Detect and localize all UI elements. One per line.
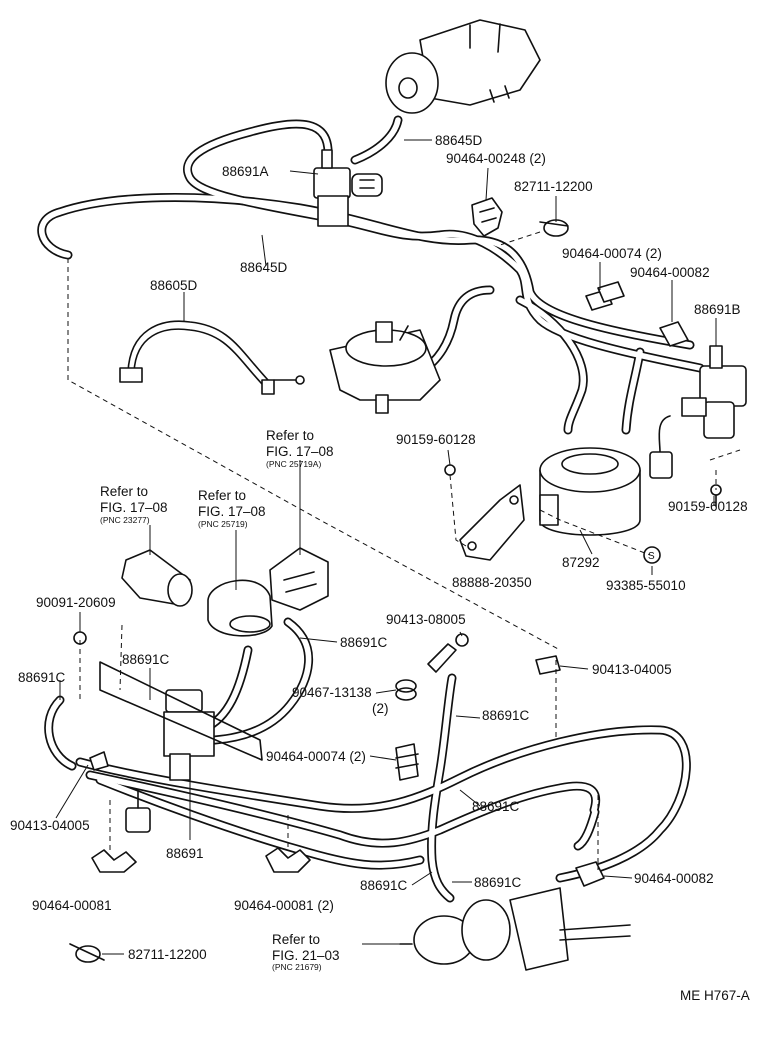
label-88691c-a: 88691C <box>122 652 170 667</box>
ref-a-line2: FIG. 17–08 <box>100 500 168 515</box>
connector-90413-04005-right-part <box>535 655 561 675</box>
label-90413-04005-right: 90413-04005 <box>592 662 672 677</box>
connector-90413-08005-part <box>427 633 469 673</box>
refer-to-fig-21-03: Refer to FIG. 21–03 (PNC 21679) <box>272 932 340 972</box>
svg-text:S: S <box>648 551 655 562</box>
clip-90464-00074-mid-part <box>395 743 419 781</box>
label-90464-00081-mid: 90464-00081 (2) <box>234 898 334 913</box>
vsv-88691a-part <box>313 149 383 227</box>
clip-90464-00074-top-part <box>585 281 625 311</box>
bolt-90159-left-part <box>444 464 456 476</box>
ref-c-pnc: (PNC 25719A) <box>266 459 321 469</box>
clip-90464-00081-mid-part <box>265 847 311 873</box>
label-90467-qty: (2) <box>372 701 389 716</box>
bracket-88888-part <box>459 484 525 561</box>
label-90464-00074-top: 90464-00074 (2) <box>562 246 662 261</box>
ref-part-23277 <box>121 549 193 607</box>
label-88645d-mid: 88645D <box>240 260 288 275</box>
label-88605d: 88605D <box>150 278 198 293</box>
label-88691c-d: 88691C <box>482 708 530 723</box>
clip-90467-part <box>395 679 417 701</box>
top-canister-part <box>385 19 541 114</box>
label-82711-12200-top: 82711-12200 <box>514 179 593 194</box>
label-88691: 88691 <box>166 846 204 861</box>
label-88888-20350: 88888-20350 <box>452 575 532 590</box>
dashed-reference-lines <box>67 231 741 870</box>
ref-c-line1: Refer to <box>266 428 314 443</box>
band-82711-top-part <box>539 219 569 237</box>
label-90464-00081-left: 90464-00081 <box>32 898 112 913</box>
harness-88605d-part <box>119 320 305 395</box>
label-88691c-f: 88691C <box>360 878 408 893</box>
refer-to-fig-17-08-c: Refer to FIG. 17–08 (PNC 25719A) <box>266 428 334 469</box>
ref-a-line1: Refer to <box>100 484 148 499</box>
ref-part-21679 <box>399 887 631 971</box>
clip-90464-00248-part <box>471 197 503 237</box>
label-90464-00074-mid: 90464-00074 (2) <box>266 749 366 764</box>
hose-routing <box>37 115 705 903</box>
label-88691a: 88691A <box>222 164 269 179</box>
label-90413-08005: 90413-08005 <box>386 612 466 627</box>
ref-part-25719 <box>207 579 273 637</box>
refer-to-fig-17-08-b: Refer to FIG. 17–08 (PNC 25719) <box>198 488 266 529</box>
label-90464-00082-top: 90464-00082 <box>630 265 710 280</box>
refer-to-fig-17-08-a: Refer to FIG. 17–08 (PNC 23277) <box>100 484 168 525</box>
symbol-93385-part: S <box>643 546 661 564</box>
label-88691b: 88691B <box>694 302 741 317</box>
label-88691c-b: 88691C <box>18 670 66 685</box>
callout-labels: 88645D 88691A 90464-00248 (2) 82711-1220… <box>10 133 748 962</box>
label-90091-20609: 90091-20609 <box>36 595 116 610</box>
connector-90413-04005-left-part <box>89 751 109 771</box>
drawing-code: ME H767-A <box>680 988 750 1003</box>
ref-d-line1: Refer to <box>272 932 320 947</box>
ref-b-line2: FIG. 17–08 <box>198 504 266 519</box>
label-88645d-top: 88645D <box>435 133 483 148</box>
vsv-88691b-part <box>649 345 747 479</box>
label-82711-12200-bot: 82711-12200 <box>128 947 207 962</box>
label-93385-55010: 93385-55010 <box>606 578 686 593</box>
label-90413-04005-left: 90413-04005 <box>10 818 90 833</box>
label-90467-13138: 90467-13138 <box>292 685 372 700</box>
ref-d-line2: FIG. 21–03 <box>272 948 340 963</box>
ref-d-pnc: (PNC 21679) <box>272 962 322 972</box>
band-82711-bot-part <box>69 943 105 963</box>
canister-87292-part <box>539 447 641 536</box>
label-88691c-e: 88691C <box>472 799 520 814</box>
label-90159-60128-left: 90159-60128 <box>396 432 476 447</box>
label-90159-60128-right: 90159-60128 <box>668 499 748 514</box>
label-88691c-c: 88691C <box>340 635 388 650</box>
clip-90464-00082-top-part <box>659 321 689 347</box>
center-vacuum-actuator-part <box>329 321 441 414</box>
connector-88691-harness-part <box>125 789 151 833</box>
ref-a-pnc: (PNC 23277) <box>100 515 150 525</box>
ref-c-line2: FIG. 17–08 <box>266 444 334 459</box>
vsv-88691-part <box>99 661 263 781</box>
leader-lines <box>55 139 717 955</box>
label-90464-00248: 90464-00248 (2) <box>446 151 546 166</box>
clip-90464-00082-bot-part <box>575 861 605 887</box>
ref-b-pnc: (PNC 25719) <box>198 519 248 529</box>
ref-part-25719a <box>269 547 329 611</box>
label-90464-00082-bot: 90464-00082 <box>634 871 714 886</box>
ref-b-line1: Refer to <box>198 488 246 503</box>
label-87292: 87292 <box>562 555 600 570</box>
label-88691c-g: 88691C <box>474 875 522 890</box>
clip-90464-00081-left-part <box>91 849 137 873</box>
